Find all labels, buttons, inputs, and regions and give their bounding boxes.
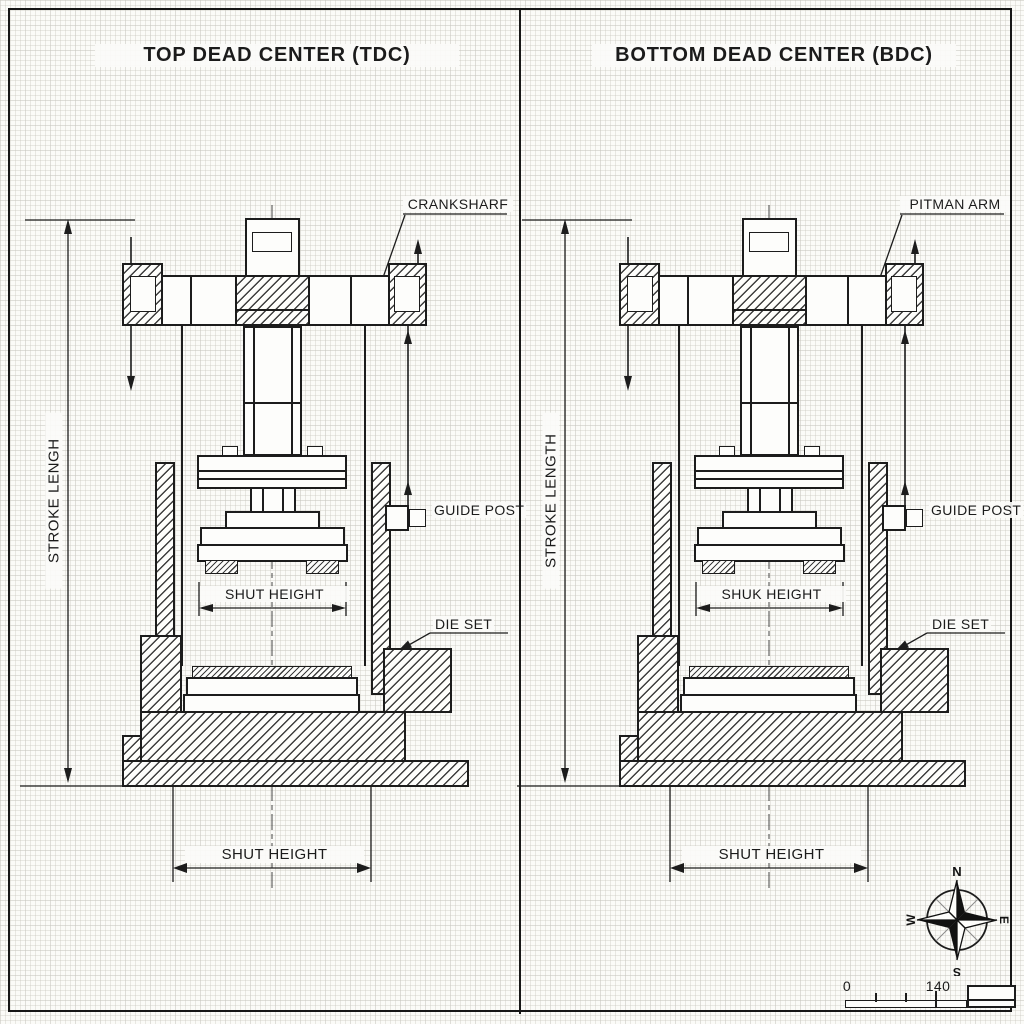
punch-holder-line-right	[779, 489, 781, 511]
scale-bar-tick	[905, 993, 907, 1002]
slide-adjuster-window	[252, 232, 292, 252]
scale-bar-end-block	[967, 985, 1016, 1008]
top-part-label: PITMAN ARM	[900, 196, 1010, 213]
crown-divider-right	[847, 277, 849, 324]
compass-west-label: W	[905, 914, 918, 926]
machine-linework	[20, 205, 508, 888]
shut-height-bottom-label: SHUT HEIGHT	[682, 846, 861, 864]
base-bottom-slab	[619, 760, 966, 787]
ram-inner-line-right	[788, 328, 790, 454]
ram-inner-line-left	[253, 328, 255, 454]
machine-panel-tdc: TOP DEAD CENTER (TDC)	[20, 44, 524, 888]
frame-column-right	[364, 326, 366, 666]
crown-divider-right	[350, 277, 352, 324]
bolster-plate-lower	[183, 694, 360, 713]
punch-holder	[747, 487, 793, 513]
compass-east-label: E	[997, 916, 1011, 924]
guide-post-bracket	[385, 505, 409, 531]
base-left-foot	[122, 735, 142, 762]
base-right-shoulder	[880, 648, 949, 713]
upper-die-shoe-line	[696, 478, 842, 480]
die-cushion-right	[306, 560, 339, 574]
frame-column-right	[861, 326, 863, 666]
machine-panel-bdc: BOTTOM DEAD CENTER (BDC)	[497, 0, 1024, 1024]
ram-joint-line	[742, 402, 797, 404]
die-cushion-right	[803, 560, 836, 574]
bolster-plate-lower	[680, 694, 857, 713]
scale-end-label: 140	[925, 978, 951, 994]
base-left-foot	[619, 735, 639, 762]
frame-column-left	[678, 326, 680, 666]
ram-joint-line	[245, 402, 300, 404]
scale-bar-tick	[935, 991, 937, 1008]
crown-right-bearing-window	[394, 276, 420, 312]
lower-die-plate	[694, 544, 845, 562]
punch-holder-line-left	[759, 489, 761, 511]
base-mid-tier	[140, 711, 406, 762]
stroke-length-label: STROKE LENGH	[45, 412, 63, 589]
ram-inner-line-left	[750, 328, 752, 454]
punch-holder-line-right	[282, 489, 284, 511]
guide-post-bushing	[906, 509, 923, 527]
top-part-label: CRANKSHARF	[403, 196, 513, 213]
crankshaft-block-split-line	[237, 309, 308, 311]
frame-column-left	[181, 326, 183, 666]
base-bottom-slab	[122, 760, 469, 787]
guide-post-bushing	[409, 509, 426, 527]
lower-die-plate	[197, 544, 348, 562]
scale-bar-tick	[875, 993, 877, 1002]
die-set-label: DIE SET	[433, 616, 495, 633]
guide-post-label: GUIDE POST	[929, 502, 1024, 519]
shut-height-inner-label: SHUT HEIGHT	[200, 586, 349, 603]
shut-height-inner-label: SHUK HEIGHT	[697, 586, 846, 603]
base-right-shoulder	[383, 648, 452, 713]
panel-title: BOTTOM DEAD CENTER (BDC)	[592, 44, 956, 67]
crown-left-bearing	[619, 263, 660, 326]
crown-divider-left	[190, 277, 192, 324]
crankshaft-block	[732, 275, 807, 326]
guide-post-bracket	[882, 505, 906, 531]
compass-south-label: S	[953, 965, 961, 976]
crown-divider-left	[687, 277, 689, 324]
compass-rose-icon: N E S W	[905, 864, 1011, 976]
crown-left-bearing-window	[130, 276, 156, 312]
die-cushion-left	[205, 560, 238, 574]
crankshaft-block-split-line	[734, 309, 805, 311]
die-set-label: DIE SET	[930, 616, 992, 633]
crankshaft-block	[235, 275, 310, 326]
slide-adjuster-window	[749, 232, 789, 252]
shut-height-bottom-label: SHUT HEIGHT	[185, 846, 364, 864]
guide-post-label: GUIDE POST	[432, 502, 527, 519]
panel-divider	[519, 8, 521, 1014]
base-mid-tier	[637, 711, 903, 762]
scale-start-label: 0	[842, 978, 852, 994]
upper-die-shoe-line	[199, 478, 345, 480]
panel-title: TOP DEAD CENTER (TDC)	[95, 44, 459, 67]
ram-inner-line-right	[291, 328, 293, 454]
crown-left-bearing-window	[627, 276, 653, 312]
ram-column	[740, 326, 799, 456]
compass-north-label: N	[952, 864, 961, 879]
scale-bar-end-block-line	[969, 999, 1014, 1001]
crown-right-bearing-window	[891, 276, 917, 312]
punch-holder	[250, 487, 296, 513]
die-cushion-left	[702, 560, 735, 574]
stroke-length-label: STROKE LENGTH	[542, 412, 560, 589]
punch-holder-line-left	[262, 489, 264, 511]
ram-column	[243, 326, 302, 456]
